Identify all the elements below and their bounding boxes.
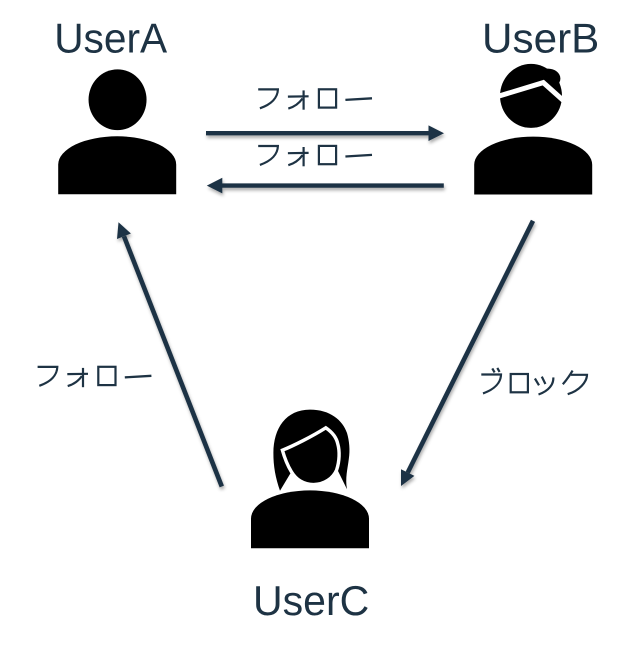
svg-text:UserB: UserB [482, 14, 599, 61]
svg-text:UserC: UserC [253, 577, 369, 624]
svg-text:UserA: UserA [54, 14, 167, 61]
